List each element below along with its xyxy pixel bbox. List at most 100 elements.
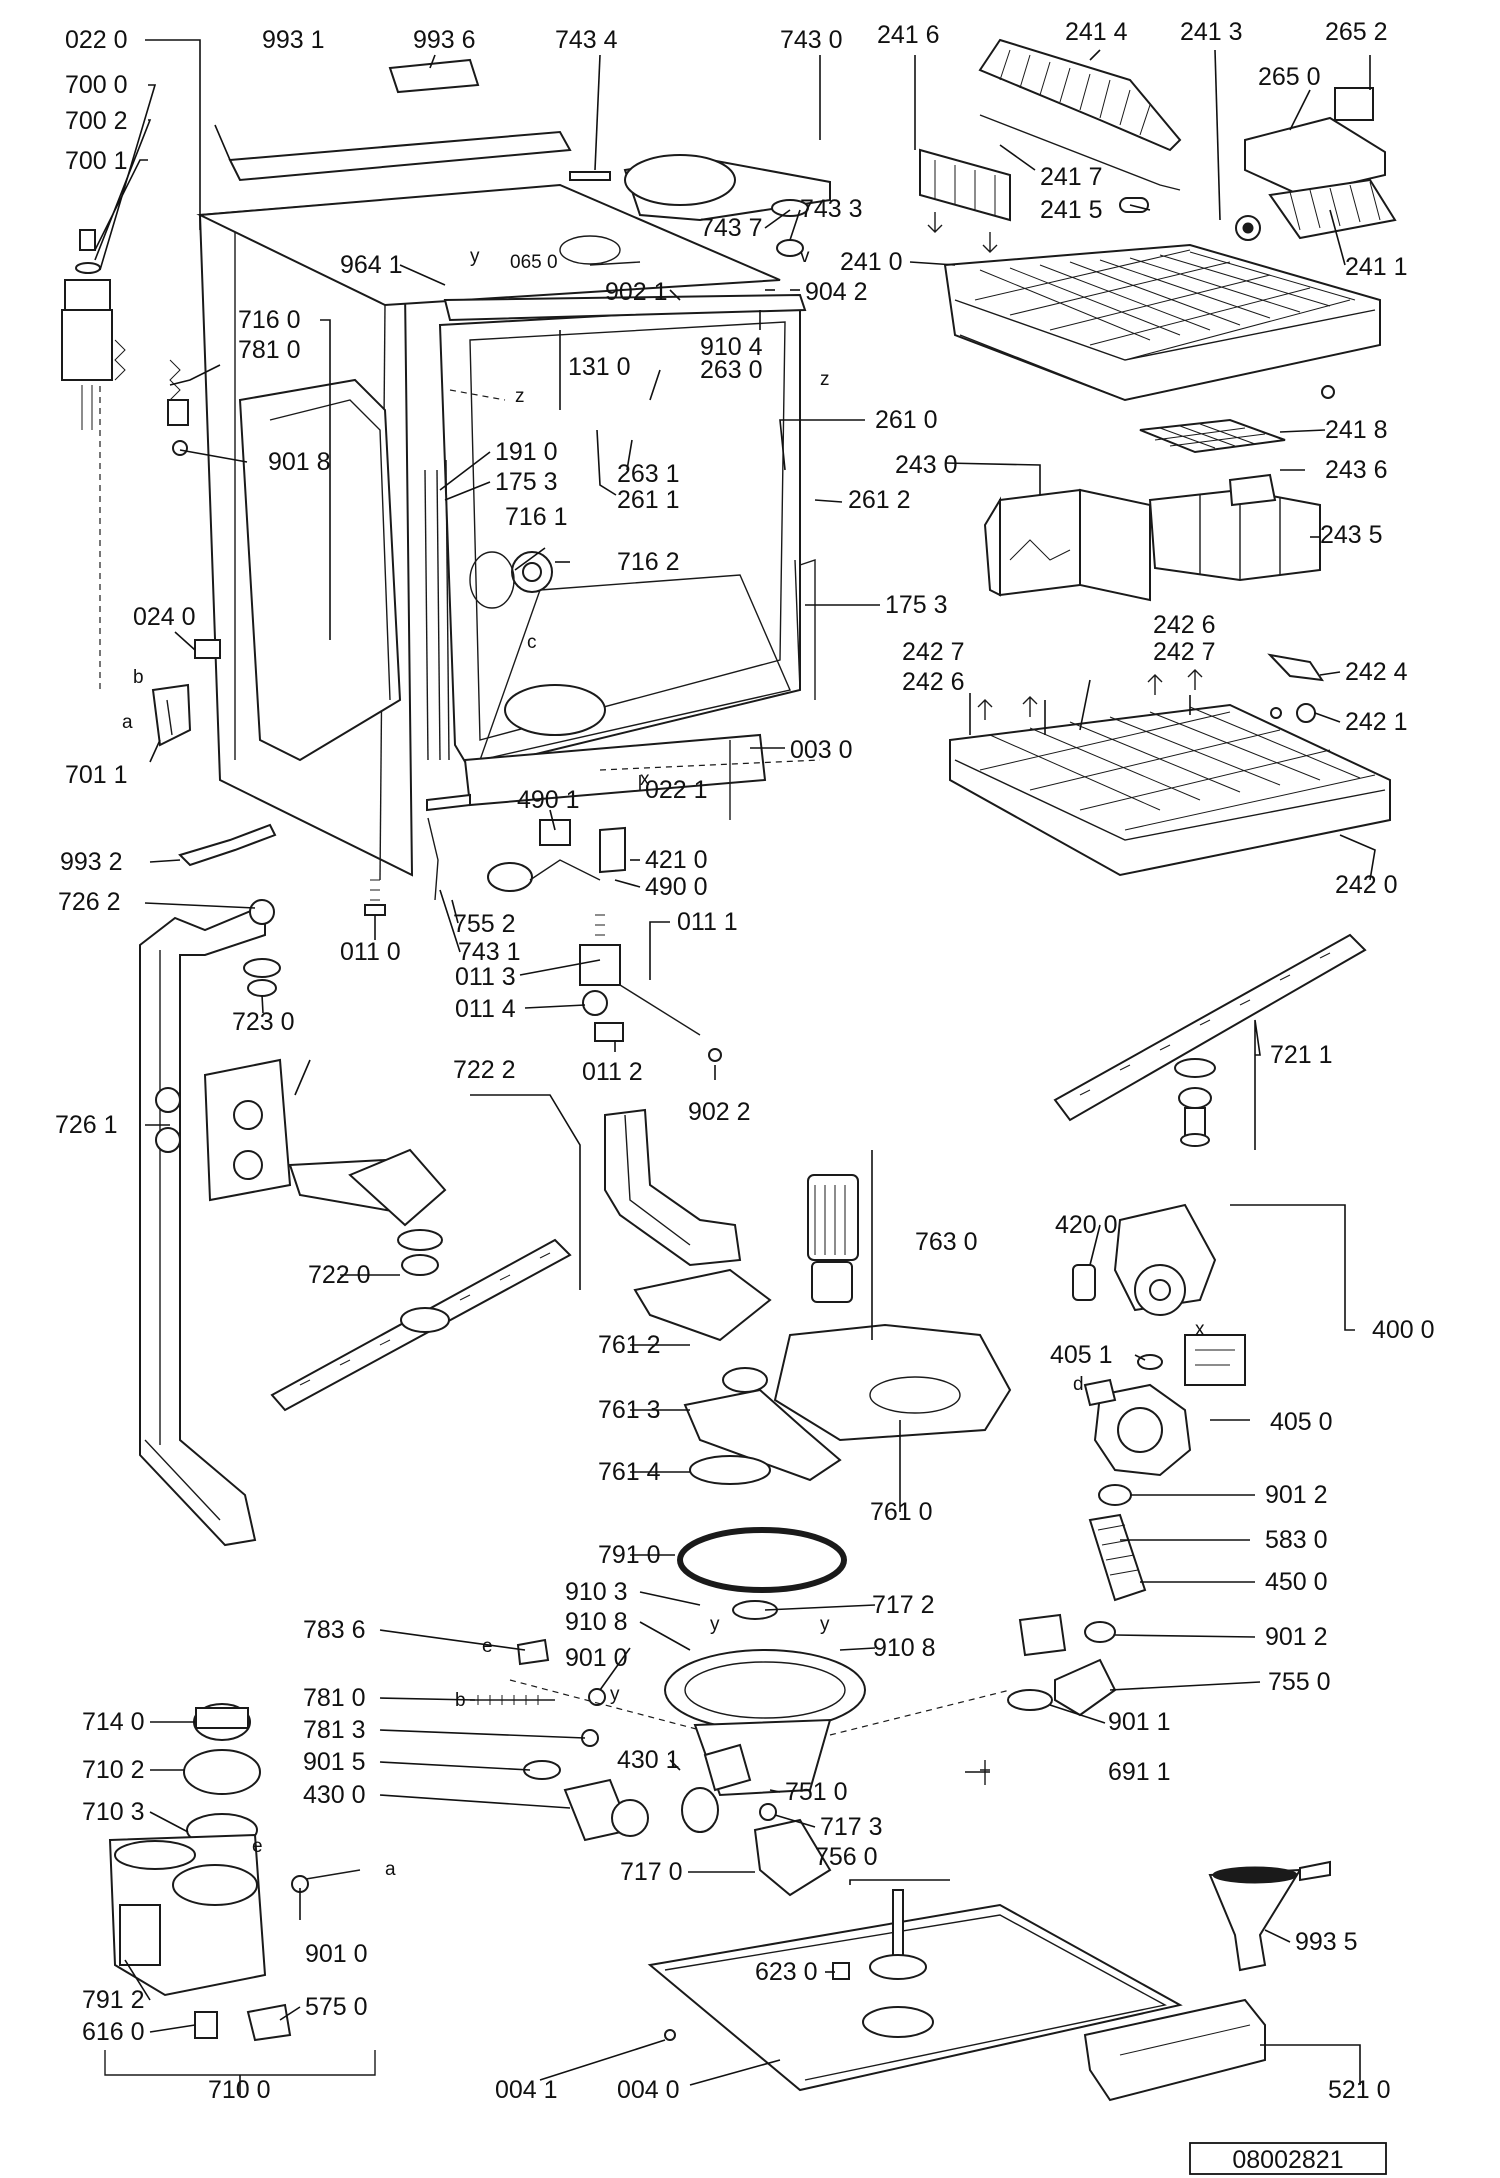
axis-letters: b a c x z z y v d x e b e a y y y [122,246,1205,1880]
callout-714-0: 714 0 [82,1708,145,1736]
callout-700-1: 700 1 [65,147,128,175]
callout-791-0: 791 0 [598,1541,661,1569]
callout-583-0: 583 0 [1265,1526,1328,1554]
callout-022-1: 022 1 [645,776,708,804]
diagram-reference-box: 08002821 [1189,2142,1387,2175]
letter-a-top: a [122,712,133,733]
callout-263-1: 263 1 [617,460,680,488]
callout-405-1: 405 1 [1050,1341,1113,1369]
callout-781-0: 781 0 [238,336,301,364]
letter-z-right: z [820,369,830,390]
callout-763-0: 763 0 [915,1228,978,1256]
callout-743-1: 743 1 [458,938,521,966]
callout-755-2: 755 2 [453,910,516,938]
callout-241-0: 241 0 [840,248,903,276]
callout-964-1: 964 1 [340,251,403,279]
callout-751-0: 751 0 [785,1778,848,1806]
callout-901-5: 901 5 [303,1748,366,1776]
callout-761-4: 761 4 [598,1458,661,1486]
circulation-pump [980,1203,1246,1785]
callout-710-2: 710 2 [82,1756,145,1784]
callout-242-4: 242 4 [1345,658,1408,686]
letter-e-sump: e [482,1636,493,1657]
callout-716-0: 716 0 [238,306,301,334]
callout-430-1: 430 1 [617,1746,680,1774]
callout-726-2: 726 2 [58,888,121,916]
letter-y-top: y [470,246,480,267]
letter-b-top: b [133,667,144,688]
letter-a-salt: a [385,1859,396,1880]
callout-710-3: 710 3 [82,1798,145,1826]
callout-910-8: 910 8 [565,1608,628,1636]
callout-761-0: 761 0 [870,1498,933,1526]
callout-241-7: 241 7 [1040,163,1103,191]
callout-242-0: 242 0 [1335,871,1398,899]
salt-container [104,1703,376,2076]
callout-910-4: 910 4 [700,333,763,361]
callout-743-7: 743 7 [700,214,763,242]
callout-901-2: 901 2 [1265,1481,1328,1509]
callout-241-8: 241 8 [1325,416,1388,444]
letter-z-left: z [515,386,525,407]
letter-y-sump-2: y [820,1614,830,1635]
callout-716-2: 716 2 [617,548,680,576]
callout-700-0: 700 0 [65,71,128,99]
callout-723-0: 723 0 [232,1008,295,1036]
callout-743-3: 743 3 [800,195,863,223]
cutlery-baskets [983,418,1321,602]
callout-722-2: 722 2 [453,1056,516,1084]
callout-901-1: 901 1 [1108,1708,1171,1736]
callout-781-3: 781 3 [303,1716,366,1744]
callout-781-0b: 781 0 [303,1684,366,1712]
callout-175-3: 175 3 [495,468,558,496]
circulation-pipe [139,899,292,1547]
upper-spray-arm [1053,933,1367,1147]
callout-993-6: 993 6 [413,26,476,54]
callout-191-0: 191 0 [495,438,558,466]
callout-791-2: 791 2 [82,1986,145,2014]
callout-011-0: 011 0 [340,938,401,966]
callout-691-1: 691 1 [1108,1758,1171,1786]
callout-901-0b: 901 0 [305,1940,368,1968]
callout-421-0: 421 0 [645,846,708,874]
callout-261-0: 261 0 [875,406,938,434]
callout-726-1: 726 1 [55,1111,118,1139]
callout-241-1: 241 1 [1345,253,1408,281]
sump-pipes [604,1108,1012,1593]
callout-011-4: 011 4 [455,995,516,1023]
callout-003-0: 003 0 [790,736,853,764]
letter-e-salt: e [252,1836,263,1857]
callout-242-6b: 242 6 [902,668,965,696]
callout-065-0: 065 0 [510,252,558,273]
callout-243-5: 243 5 [1320,521,1383,549]
callout-993-1: 993 1 [262,26,325,54]
callout-400-0: 400 0 [1372,1316,1435,1344]
callout-521-0: 521 0 [1328,2076,1391,2104]
callout-710-0: 710 0 [208,2076,271,2104]
callout-717-2: 717 2 [872,1591,935,1619]
callout-993-2: 993 2 [60,848,123,876]
callout-024-0: 024 0 [133,603,196,631]
callout-623-0: 623 0 [755,1958,818,1986]
callout-700-2: 700 2 [65,107,128,135]
callout-242-7b: 242 7 [1153,638,1216,666]
upper-basket [919,38,1397,402]
callout-743-4: 743 4 [555,26,618,54]
callout-241-4: 241 4 [1065,18,1128,46]
lower-basket [949,653,1391,877]
callout-616-0: 616 0 [82,2018,145,2046]
callout-261-1: 261 1 [617,486,680,514]
letter-c: c [527,632,537,653]
callout-242-7: 242 7 [902,638,965,666]
callout-022-0: 022 0 [65,26,128,54]
callout-420-0: 420 0 [1055,1211,1118,1239]
letter-y-sump-3: y [610,1684,620,1705]
callout-265-2: 265 2 [1325,18,1388,46]
callout-761-3: 761 3 [598,1396,661,1424]
callout-901-2b: 901 2 [1265,1623,1328,1651]
callout-labels: 022 0 993 1 993 6 743 4 743 0 241 6 241 … [55,18,1435,2104]
callout-175-3b: 175 3 [885,591,948,619]
letter-v: v [800,246,810,267]
callout-901-0: 901 0 [565,1644,628,1672]
